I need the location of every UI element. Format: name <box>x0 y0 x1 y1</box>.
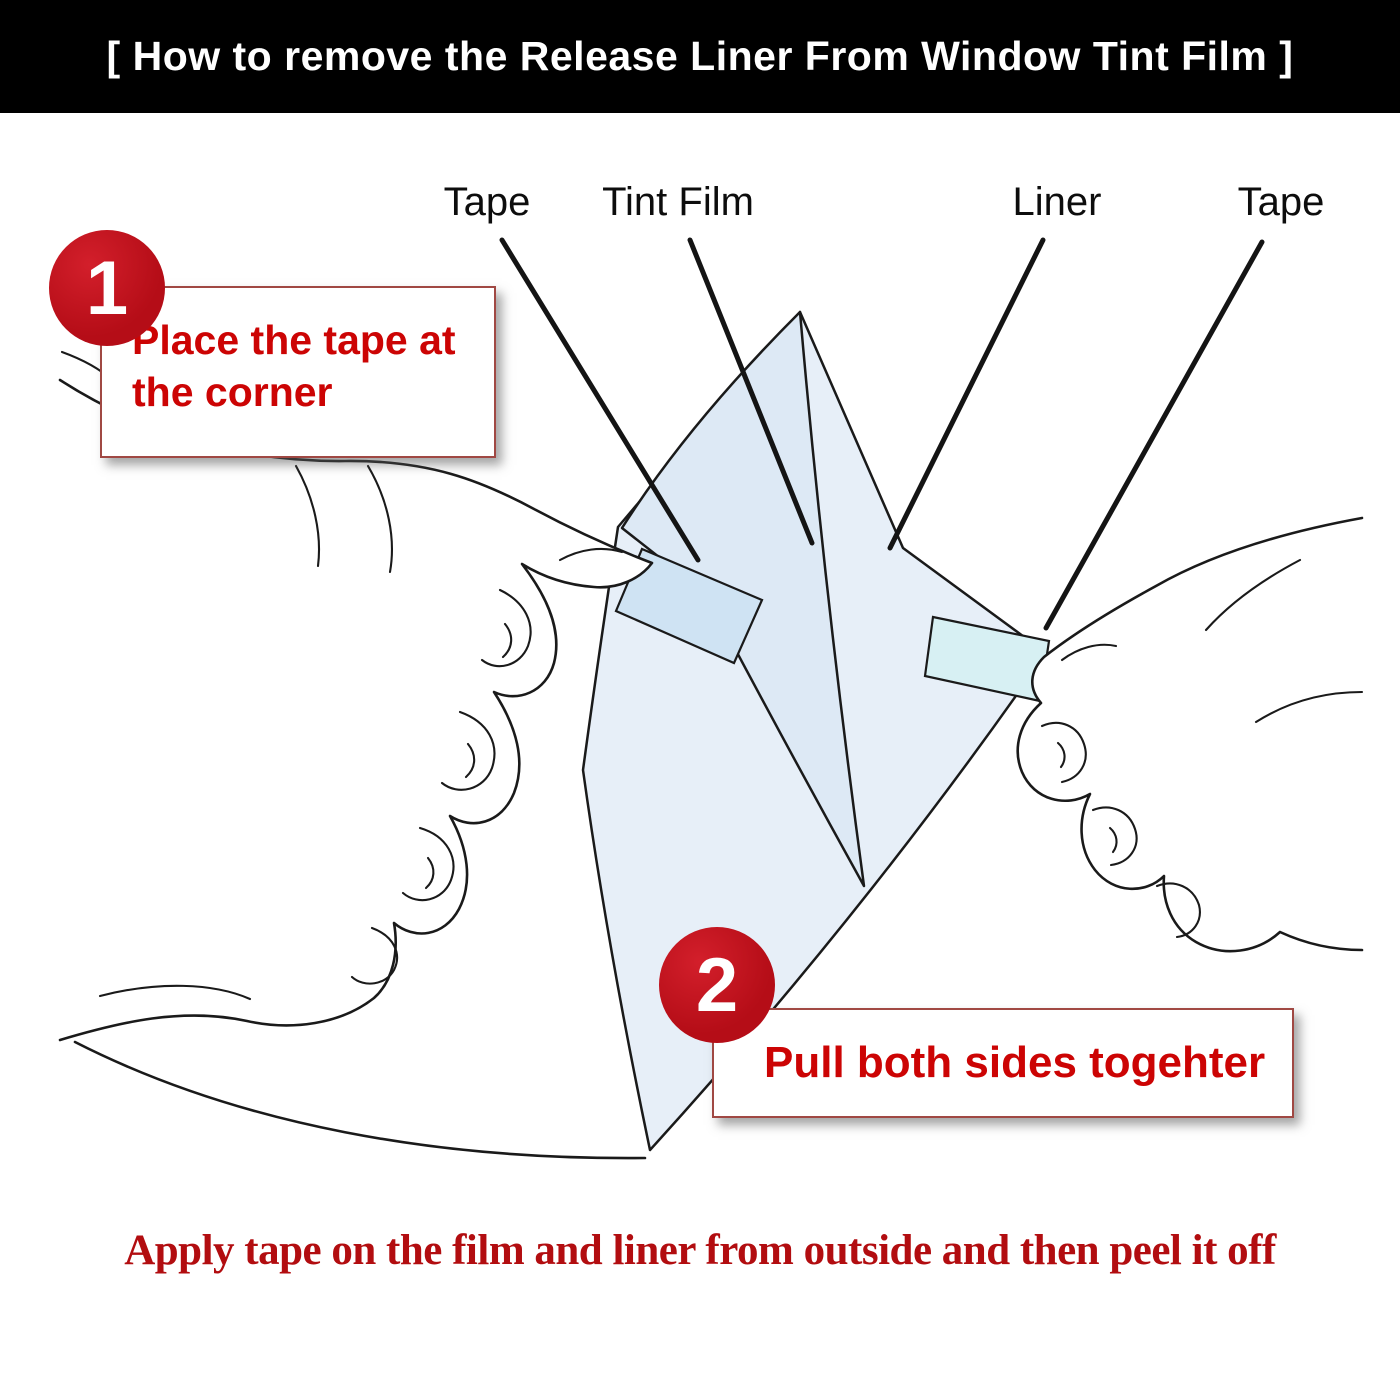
leader-line-tint-film <box>687 237 815 546</box>
label-tape-left: Tape <box>443 180 531 224</box>
step-1-number: 1 <box>85 245 129 331</box>
page-title: [ How to remove the Release Liner From W… <box>106 33 1294 79</box>
step-2-badge: 2 <box>659 927 775 1043</box>
label-tape-right: Tape <box>1237 180 1325 224</box>
leader-line-tape-right <box>1043 239 1265 631</box>
leader-line-tape-left <box>499 237 701 563</box>
label-liner: Liner <box>1012 180 1102 224</box>
tape-left-shape <box>614 547 764 665</box>
step-1-badge: 1 <box>49 230 165 346</box>
label-tint-film: Tint Film <box>602 180 754 224</box>
step-1-callout: Place the tape at the corner <box>100 286 496 458</box>
step-1-text-line-1: Place the tape at <box>132 317 456 363</box>
step-2-number: 2 <box>695 942 739 1028</box>
left-hand <box>58 350 654 1042</box>
step-2-callout: Pull both sides togehter <box>712 1008 1294 1118</box>
right-hand <box>1016 516 1364 953</box>
left-forearm-edge <box>73 1040 647 1160</box>
title-banner: [ How to remove the Release Liner From W… <box>0 0 1400 113</box>
step-2-text: Pull both sides togehter <box>764 1038 1266 1087</box>
leader-line-liner <box>887 237 1046 551</box>
footer-caption: Apply tape on the film and liner from ou… <box>124 1227 1276 1274</box>
step-1-text-line-2: the corner <box>132 369 333 416</box>
